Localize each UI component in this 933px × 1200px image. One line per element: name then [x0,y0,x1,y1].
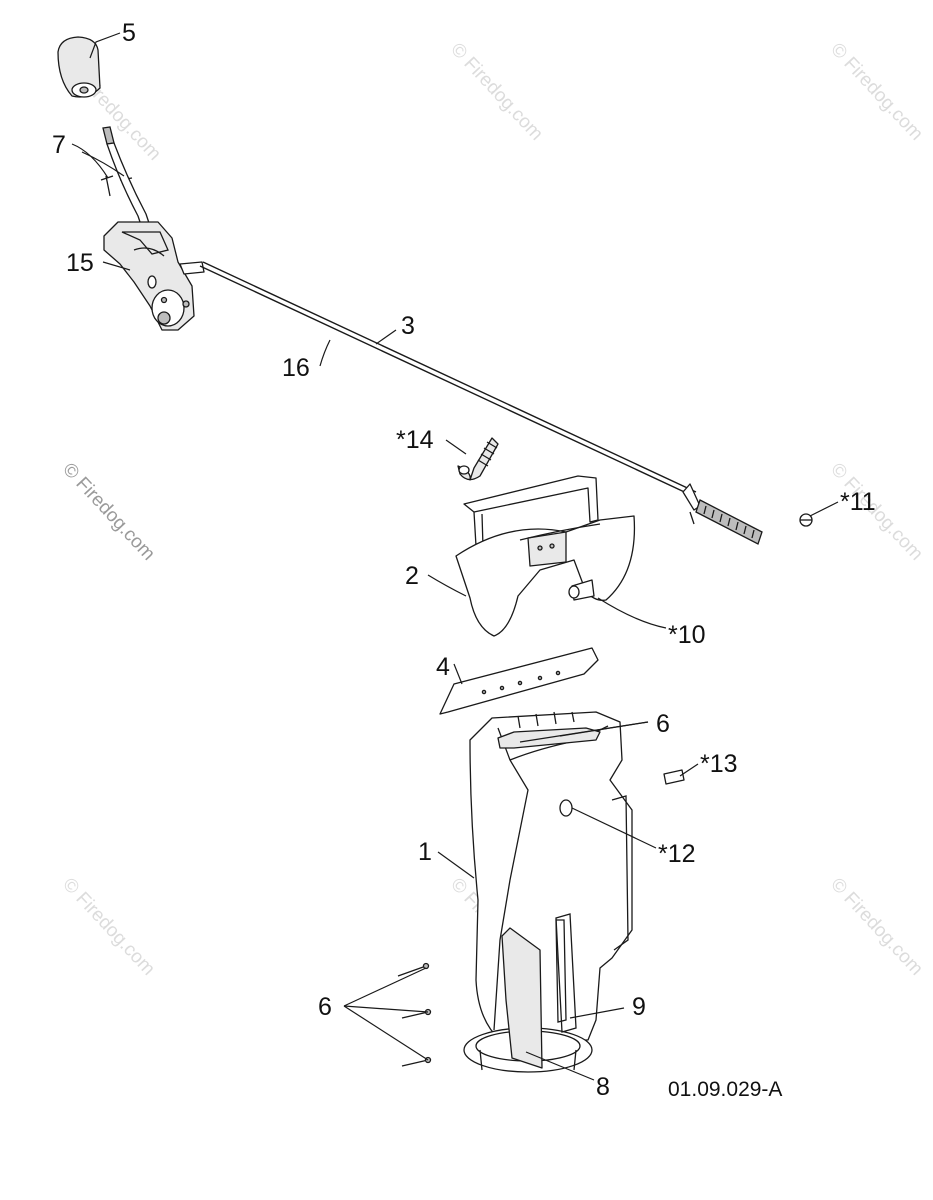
part-5-knob [57,36,101,98]
callout-6-top: 6 [656,710,670,738]
callout-3: 3 [401,312,415,340]
part-3-shift-rod [199,261,763,545]
part-14-spring [457,437,499,481]
callout-2: 2 [405,562,419,590]
part-4-blade [439,647,599,715]
callout-6-bottom: 6 [318,993,332,1021]
callout-11: *11 [840,488,876,516]
callout-9: 9 [632,993,646,1021]
watermark-bottom-right: © Firedog.com [826,874,927,980]
part-6-screws-bottom [397,962,432,1067]
part-15-shift-bracket [103,221,205,331]
callout-labels: 5 7 15 3 16 *14 *11 2 *10 4 6 *13 *12 1 … [52,19,876,1101]
watermark-top-right: © Firedog.com [826,39,927,145]
part-11-nut [799,513,813,527]
callout-8: 8 [596,1073,610,1101]
callout-15: 15 [66,249,94,277]
callout-1: 1 [418,838,432,866]
part-8-liner [501,927,543,1069]
callout-14: *14 [396,426,434,454]
part-9-plate [555,913,577,1033]
callout-13: *13 [700,750,738,778]
callout-12: *12 [658,840,696,868]
watermark-top-middle: © Firedog.com [446,39,547,145]
document-id: 01.09.029-A [668,1078,782,1101]
part-2-deflector [455,475,636,637]
callout-7: 7 [52,131,66,159]
part-1-chute [463,711,633,1073]
callout-4: 4 [436,653,450,681]
callout-5: 5 [122,19,136,47]
watermark-left: © Firedog.com [58,459,159,565]
leader-lines [71,32,839,1081]
callout-16: 16 [282,354,310,382]
part-13-nut [663,769,685,785]
callout-10: *10 [668,621,706,649]
watermark-bottom-left: © Firedog.com [58,874,159,980]
